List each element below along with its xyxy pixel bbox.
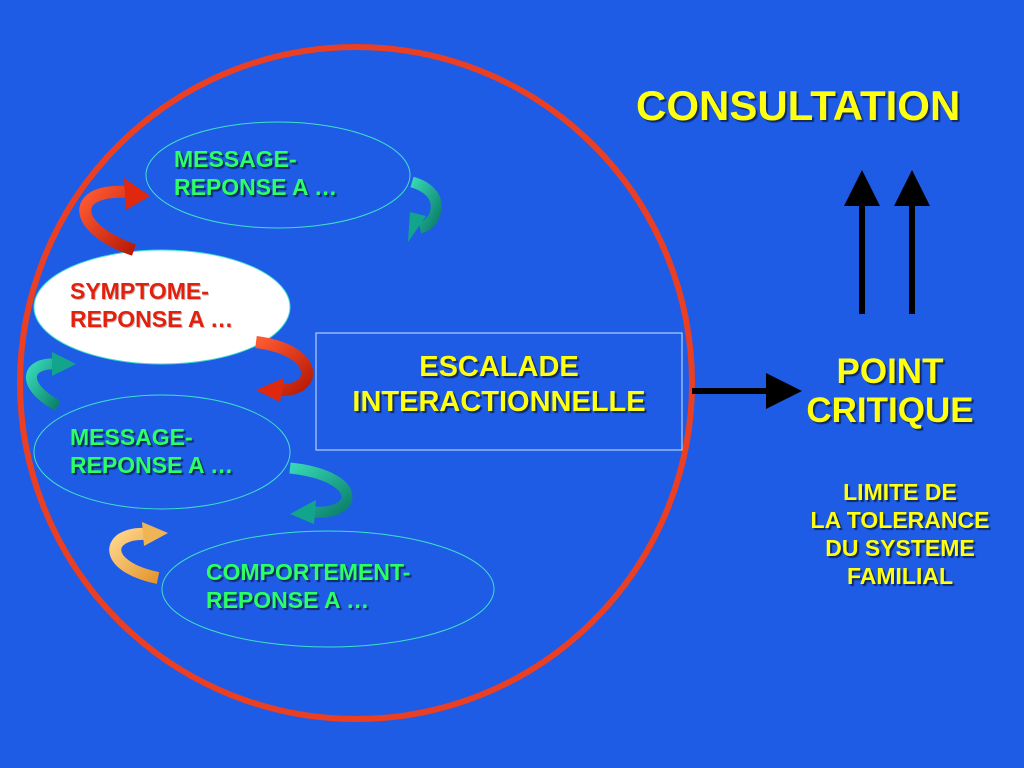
teal-loop-arrow-bottom — [289, 462, 353, 524]
message-top-label: MESSAGE- REPONSE A … — [174, 145, 337, 201]
teal-loop-arrow-left — [26, 352, 76, 411]
escalation-line2: INTERACTIONNELLE — [352, 386, 646, 419]
consultation-title: CONSULTATION — [636, 82, 961, 129]
critical-point-label: POINT CRITIQUE — [780, 352, 1000, 430]
message-mid-line2: REPONSE A … — [70, 452, 234, 479]
symptom-line2: REPONSE A … — [70, 306, 234, 333]
behavior-label: COMPORTEMENT- REPONSE A … — [206, 558, 410, 614]
behavior-line2: REPONSE A … — [206, 587, 370, 614]
teal-loop-arrow-top — [408, 176, 442, 242]
tolerance-line2: LA TOLERANCE — [810, 507, 990, 534]
message-mid-line1: MESSAGE- — [70, 424, 193, 450]
message-top-ellipse — [145, 121, 411, 229]
escalation-box — [315, 332, 683, 451]
tolerance-line3: DU SYSTEME — [825, 535, 975, 562]
behavior-line1: COMPORTEMENT- — [206, 559, 411, 585]
symptom-ellipse — [33, 249, 291, 365]
tolerance-line4: FAMILIAL — [846, 563, 954, 590]
escalation-line1: ESCALADE — [419, 351, 579, 383]
message-mid-label: MESSAGE- REPONSE A … — [70, 423, 233, 479]
critical-point-line2: CRITIQUE — [806, 391, 974, 431]
critical-point-line1: POINT — [836, 352, 944, 391]
tolerance-label: LIMITE DE LA TOLERANCE DU SYSTEME FAMILI… — [784, 478, 1016, 590]
red-loop-arrow-middle — [255, 336, 314, 402]
orange-loop-arrow — [109, 522, 168, 584]
symptom-line1: SYMPTOME- — [70, 278, 209, 304]
tolerance-line1: LIMITE DE — [843, 479, 957, 505]
message-top-line2: REPONSE A … — [174, 174, 338, 201]
behavior-ellipse — [161, 530, 495, 648]
escalation-label: ESCALADE INTERACTIONNELLE — [316, 350, 682, 421]
symptom-label: SYMPTOME- REPONSE A … — [70, 277, 233, 333]
system-boundary-circle — [17, 44, 695, 722]
red-loop-arrow-top — [79, 178, 150, 256]
message-mid-ellipse — [33, 394, 291, 510]
message-top-line1: MESSAGE- — [174, 146, 297, 172]
